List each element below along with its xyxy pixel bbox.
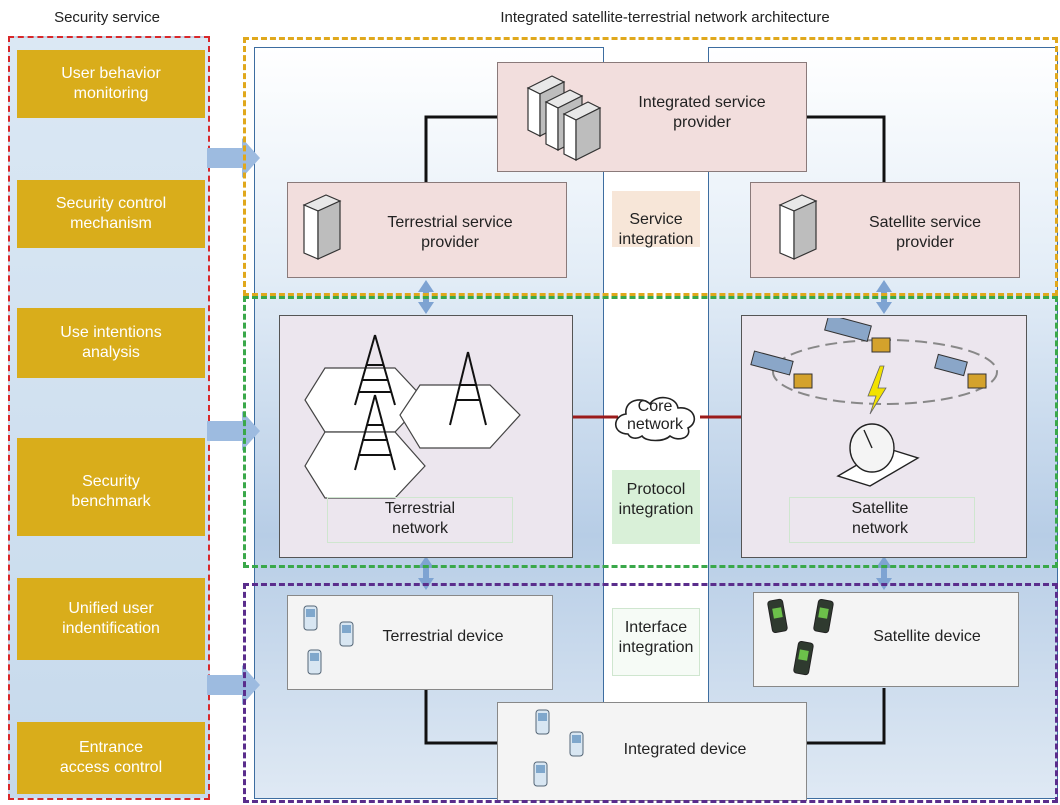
terrestrial-device-label: Terrestrial device [382, 628, 504, 645]
satellite-device-label: Satellite device [873, 628, 981, 645]
satellite-network-label-box [789, 497, 975, 543]
server-cluster-icon [526, 75, 602, 161]
terrestrial-network-label-box [327, 497, 513, 543]
device-layer-outline [243, 583, 1058, 803]
security-service-title: Security service [54, 9, 160, 26]
mobile-phones-icon [303, 605, 354, 675]
integrated-device-label: Integrated device [623, 741, 747, 758]
link-terrestrial-device-to-integrated [424, 688, 497, 745]
service-integration-bg [612, 191, 700, 247]
architecture-title: Integrated satellite-terrestrial network… [500, 9, 830, 26]
network-layer-outline [243, 296, 1058, 568]
server-icon [778, 194, 818, 260]
security-service-panel [8, 36, 210, 800]
protocol-integration-bg [612, 470, 700, 544]
mobile-phones-icon [533, 709, 584, 787]
satellite-phones-icon [767, 598, 834, 676]
arrow-satellite-network-device [876, 556, 892, 590]
terrestrial-device [287, 595, 553, 690]
satellite-constellation-icon [750, 318, 998, 487]
core-network-cloud [614, 396, 696, 442]
interface-integration-bg [612, 608, 700, 676]
link-integrated-to-terrestrial-provider [424, 115, 497, 182]
link-integrated-to-satellite-provider [805, 115, 886, 182]
cell-tower-icon [304, 334, 521, 499]
arrow-security-to-service-layer [207, 138, 260, 178]
link-satellite-device-to-integrated [805, 688, 886, 745]
arrow-security-to-network-layer [207, 411, 260, 451]
service-layer-outline [243, 37, 1058, 296]
arrow-terrestrial-network-device [418, 556, 434, 590]
server-icon [302, 194, 342, 260]
arrow-security-to-device-layer [207, 665, 260, 705]
